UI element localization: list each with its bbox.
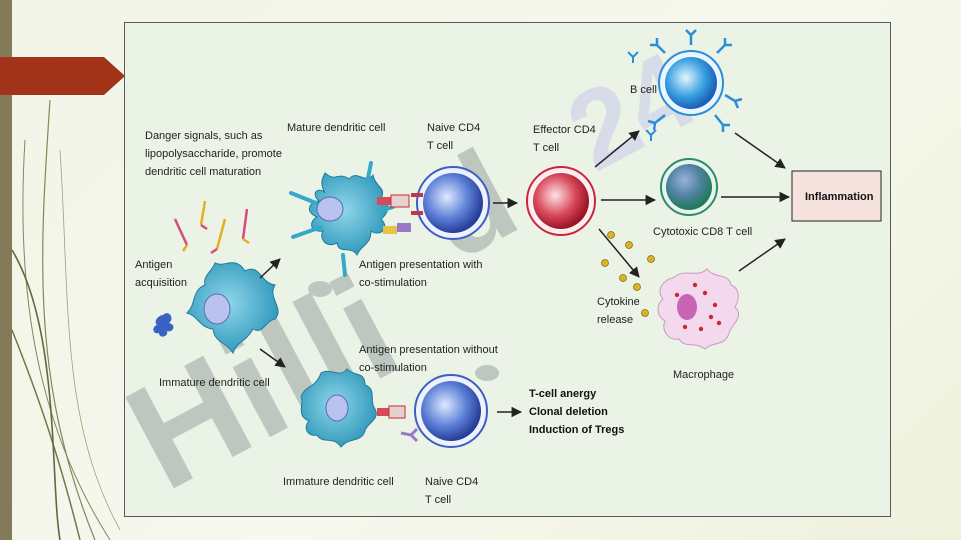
naive-cd4-t-cell-bottom: [400, 374, 488, 448]
arrow-to-immature-dc: [259, 348, 286, 368]
cytotoxic-cd8-t-cell: [660, 158, 718, 216]
label-danger-signals: Danger signals, such as lipopolysacchari…: [145, 130, 285, 178]
decorative-curves: [11, 99, 121, 540]
effector-cd4-t-cell: [526, 166, 596, 236]
label-effector-cd4: Effector CD4 T cell: [533, 124, 599, 154]
inflammation-box: [791, 170, 882, 222]
danger-signal-molecules: [173, 200, 250, 255]
label-cytokine-release: Cytokine release: [597, 296, 643, 326]
arrow-to-mature-dc: [259, 258, 281, 279]
slide-arrow-marker: [0, 57, 125, 95]
label-naive-cd4-bottom: Naive CD4 T cell: [425, 476, 481, 506]
arrow-bcell-to-inflammation: [734, 132, 786, 169]
label-antigen-acquisition: Antigen acquisition: [135, 259, 187, 289]
naive-cd4-t-cell-top: [411, 166, 490, 240]
macrophage: [657, 268, 740, 350]
label-immature-dc-bottom: Immature dendritic cell: [283, 476, 394, 488]
b-cell: [627, 29, 743, 141]
immune-response-diagram: Hilli d 24: [125, 28, 882, 516]
label-inflammation: Inflammation: [805, 191, 874, 203]
pathway-arrows: [259, 130, 791, 418]
label-outcomes: T-cell anergy Clonal deletion Induction …: [529, 388, 624, 436]
label-antigen-presentation-without: Antigen presentation without co-stimulat…: [359, 344, 501, 374]
arrow-to-cytokine: [598, 228, 640, 278]
immature-dendritic-cell-left: [153, 262, 279, 355]
diagram-panel: Hilli d 24: [124, 22, 891, 517]
arrow-macrophage-to-inflammation: [738, 238, 786, 272]
label-antigen-presentation-with: Antigen presentation with co-stimulation: [359, 259, 486, 289]
immature-dendritic-cell-bottom: [300, 368, 406, 448]
cytokine-dots: [601, 231, 655, 317]
label-cytotoxic-cd8: Cytotoxic CD8 T cell: [653, 226, 752, 238]
slide-left-bar: [0, 0, 12, 540]
mature-dendritic-cell: [289, 161, 411, 277]
label-naive-cd4-top: Naive CD4 T cell: [427, 122, 483, 152]
arrow-to-b-cell: [594, 130, 640, 168]
label-macrophage: Macrophage: [673, 369, 734, 381]
label-mature-dc: Mature dendritic cell: [287, 122, 385, 134]
label-b-cell: B cell: [630, 84, 657, 96]
label-immature-dc-left: Immature dendritic cell: [159, 377, 270, 389]
